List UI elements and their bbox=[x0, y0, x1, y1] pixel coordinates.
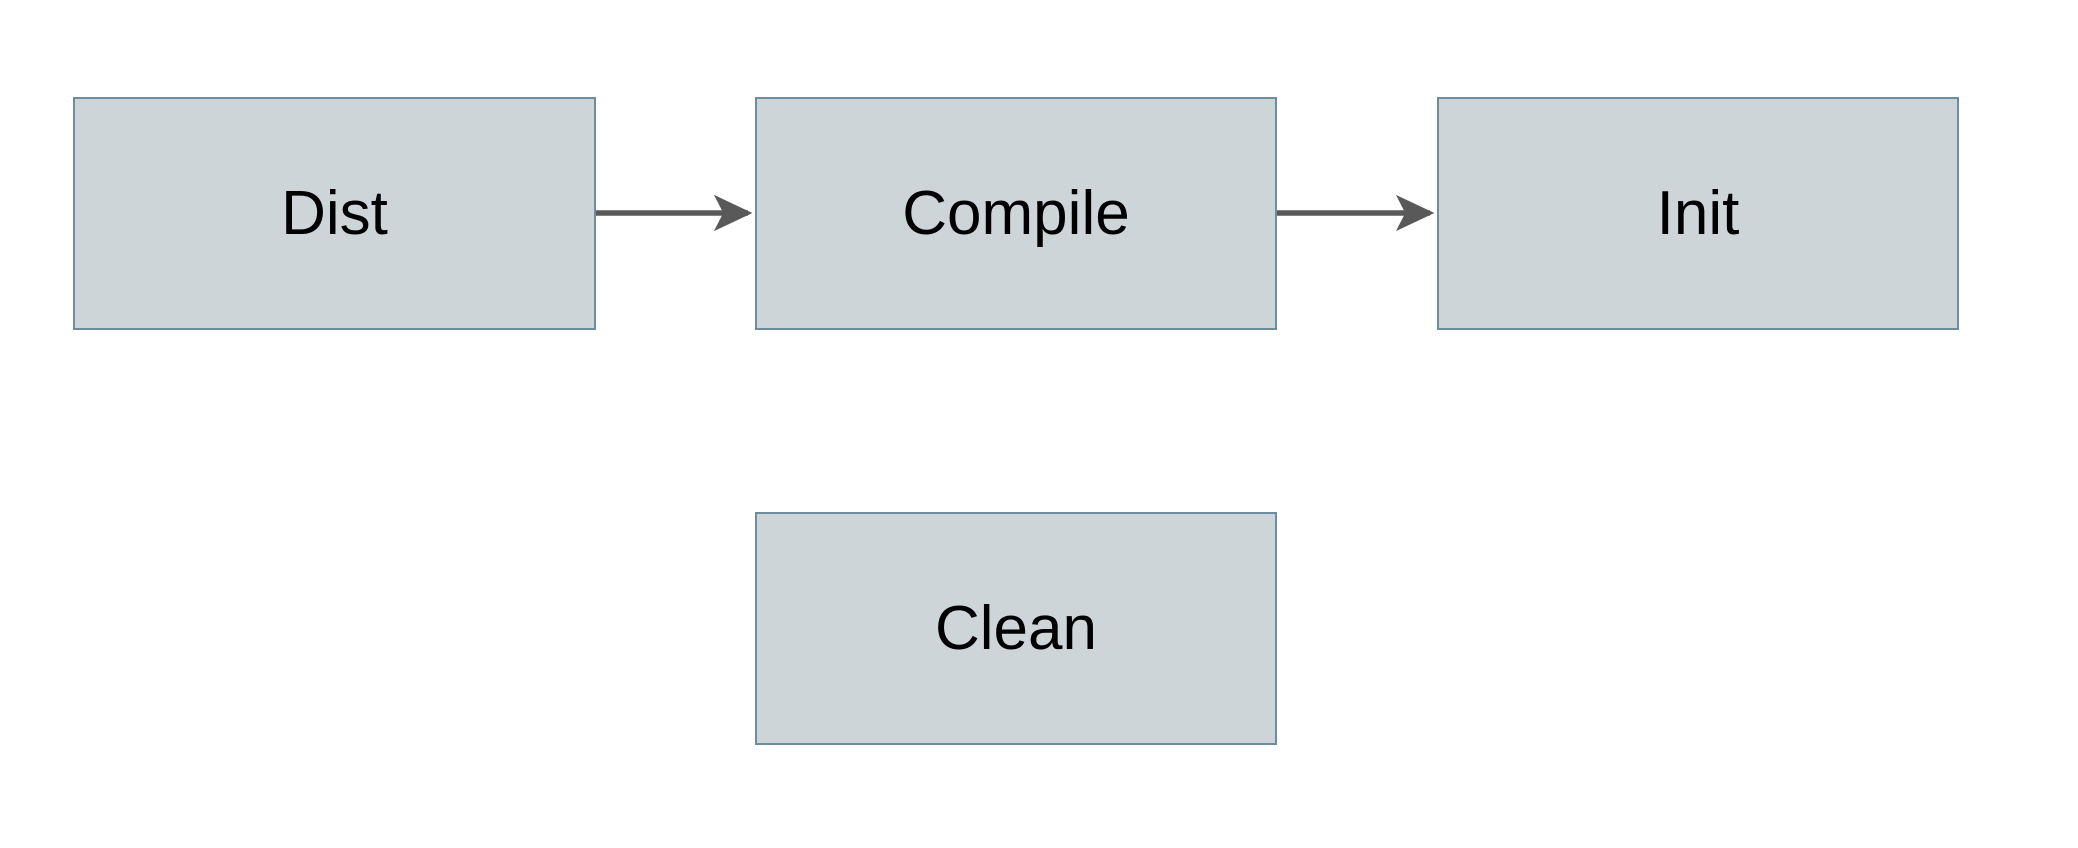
node-clean-label: Clean bbox=[935, 593, 1097, 663]
node-init[interactable]: Init bbox=[1437, 97, 1959, 330]
node-compile[interactable]: Compile bbox=[755, 97, 1277, 330]
node-dist[interactable]: Dist bbox=[73, 97, 596, 330]
node-compile-label: Compile bbox=[902, 178, 1130, 248]
node-dist-label: Dist bbox=[281, 178, 388, 248]
node-init-label: Init bbox=[1656, 178, 1740, 248]
node-clean[interactable]: Clean bbox=[755, 512, 1277, 745]
